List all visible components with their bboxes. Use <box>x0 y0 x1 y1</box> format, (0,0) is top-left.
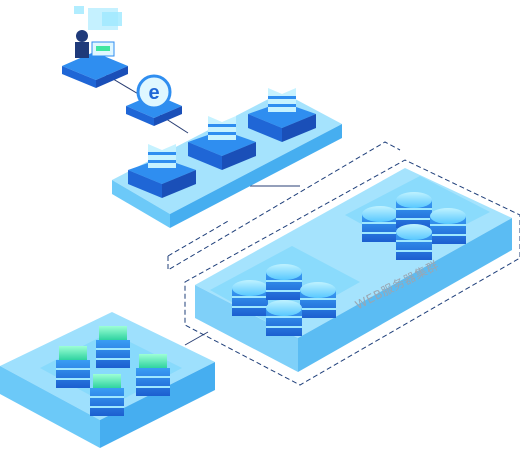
server-stack-icon <box>396 224 432 260</box>
dashed-link <box>167 141 401 271</box>
person-at-computer-icon <box>62 6 128 88</box>
database-stack-icon <box>128 138 196 198</box>
server-stack-icon <box>266 300 302 336</box>
server-stack-icon <box>430 208 466 244</box>
database-stack-icon <box>188 110 256 170</box>
server-stack-icon <box>90 374 124 416</box>
server-stack-icon <box>232 280 268 316</box>
server-stack-icon <box>136 354 170 396</box>
server-stack-icon <box>300 282 336 318</box>
server-stack-icon <box>266 264 302 300</box>
browser-e-icon: e <box>126 74 182 126</box>
database-stack-icon <box>248 82 316 142</box>
server-stack-icon <box>396 192 432 228</box>
svg-text:e: e <box>148 82 159 104</box>
server-stack-icon <box>96 326 130 368</box>
server-stack-icon <box>362 206 398 242</box>
server-stack-icon <box>56 346 90 388</box>
